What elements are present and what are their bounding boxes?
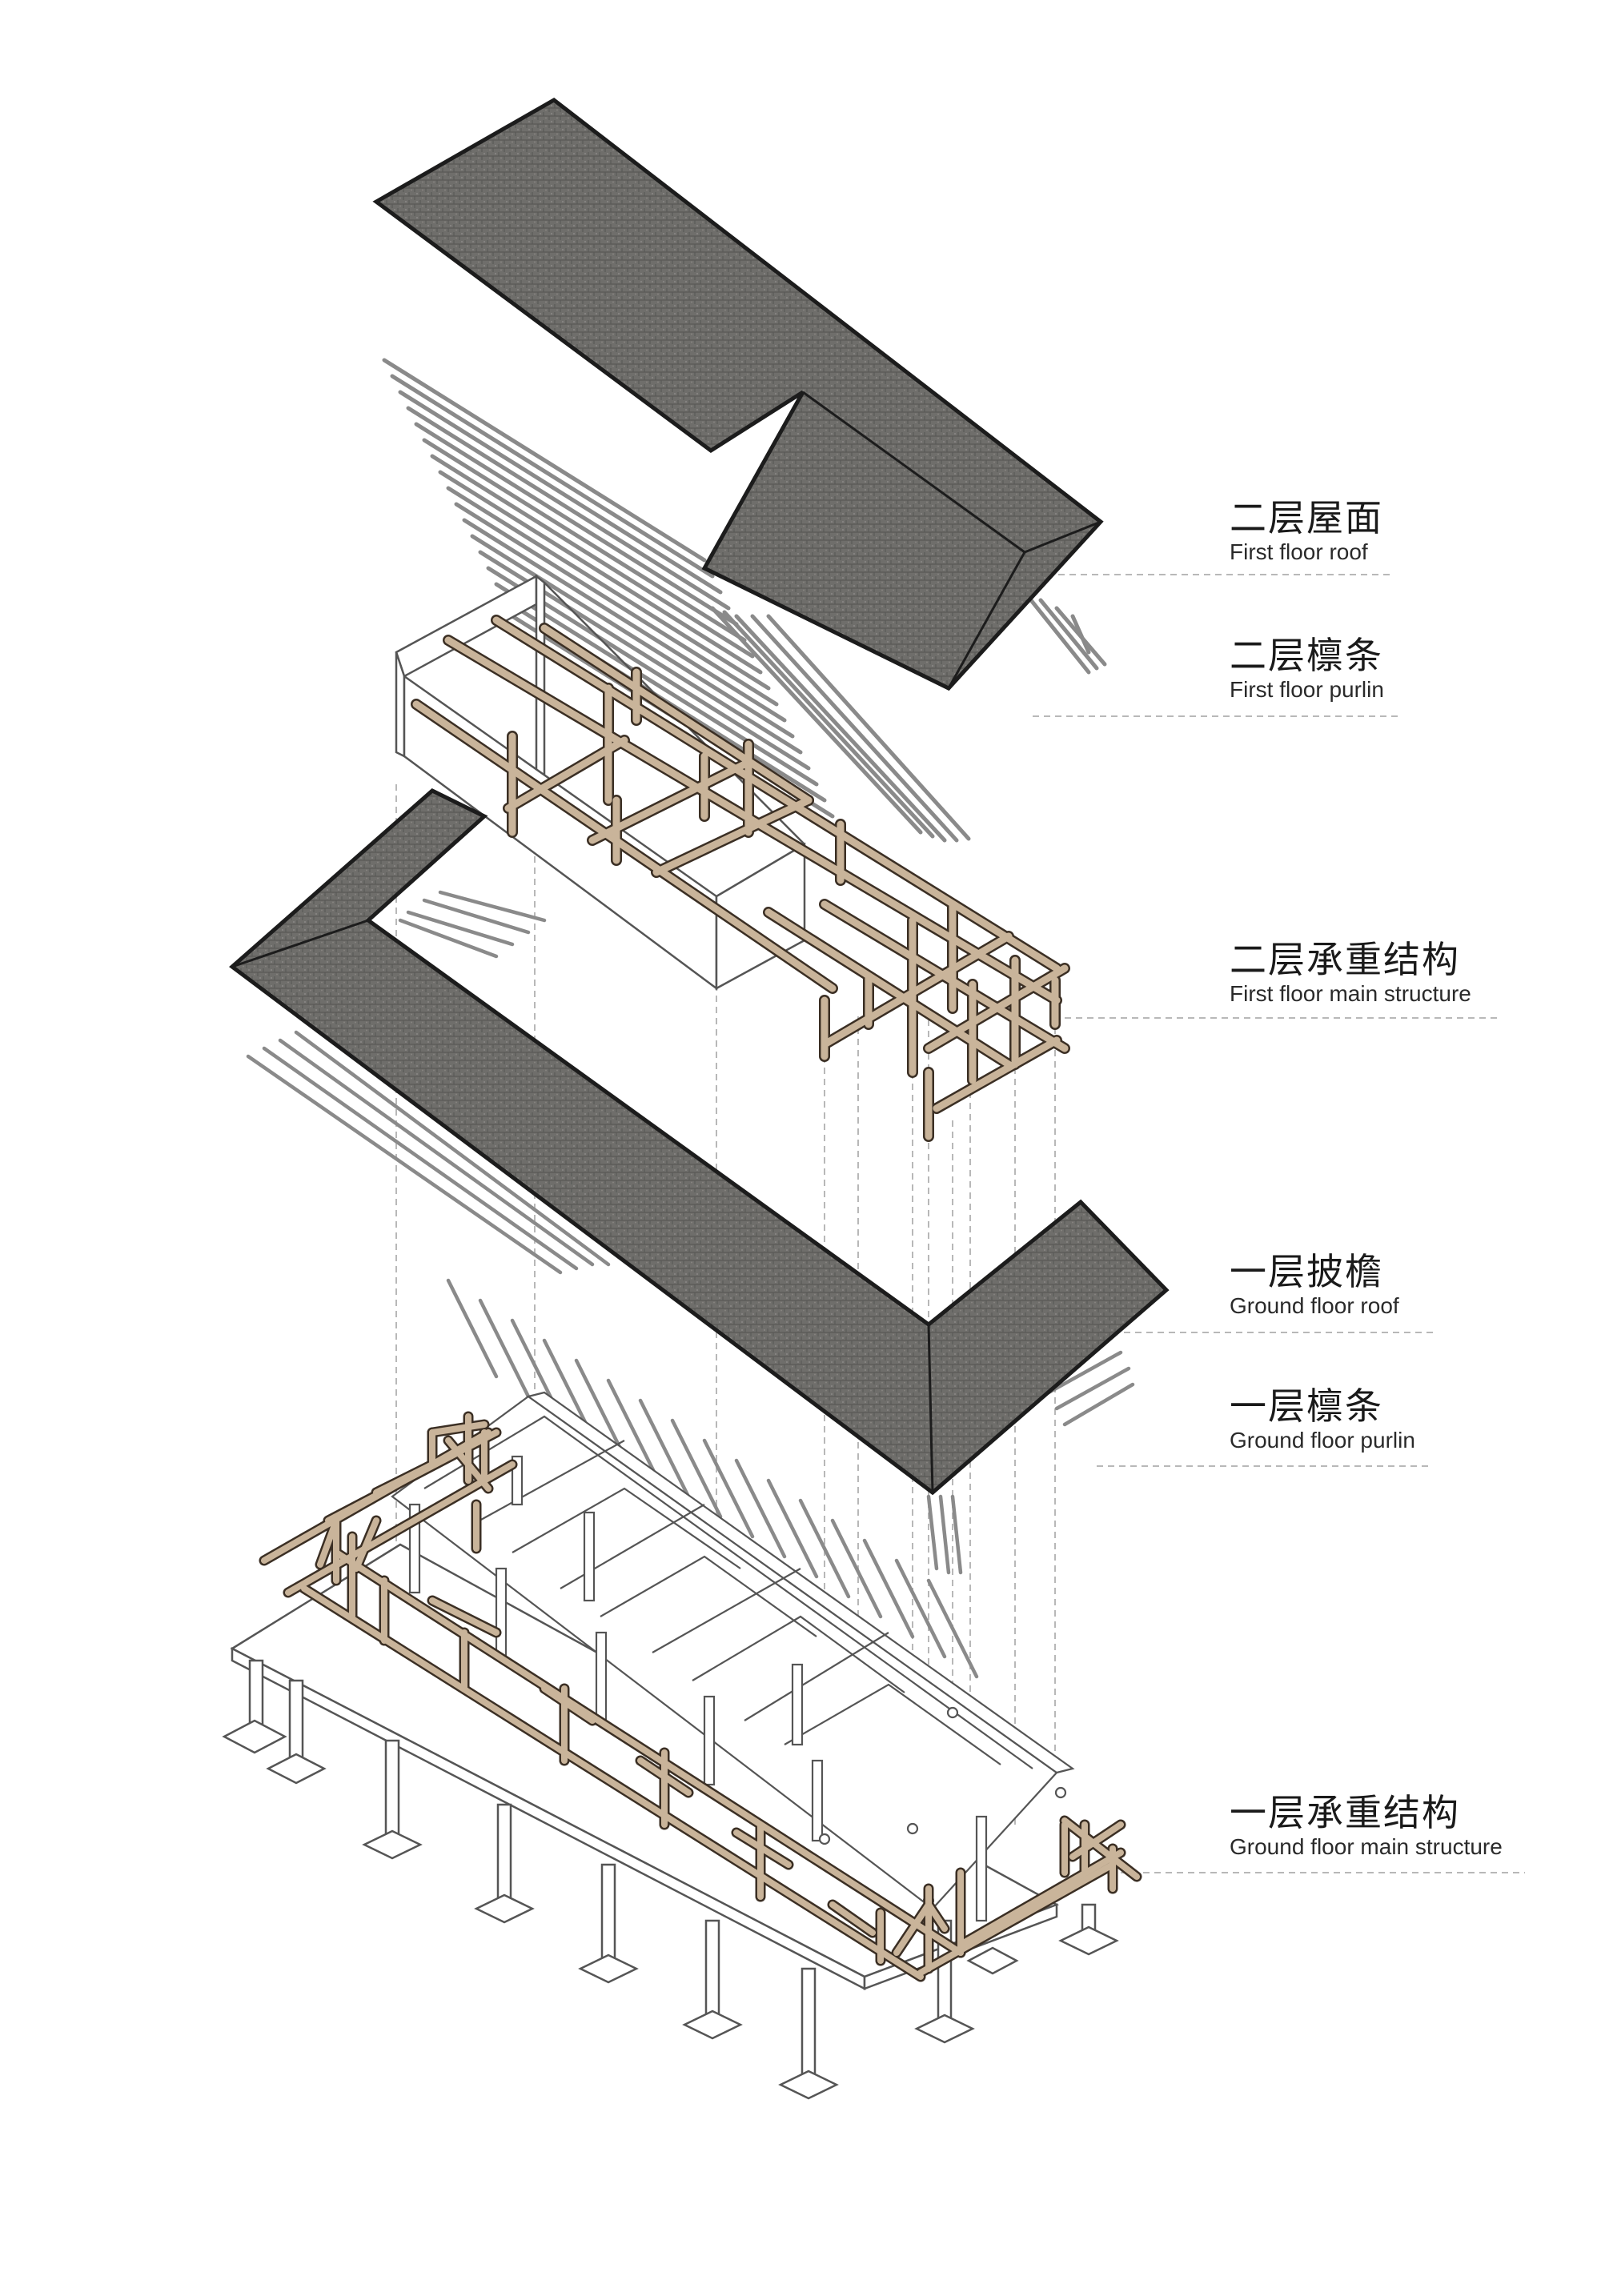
label-zh: 一层檩条 — [1230, 1384, 1383, 1428]
label-zh: 二层檩条 — [1230, 634, 1383, 677]
label-first-floor-purlin: 二层檩条 First floor purlin — [1230, 634, 1566, 703]
ground-floor-walls — [391, 1391, 1075, 1922]
label-ground-floor-roof: 一层披檐 Ground floor roof — [1230, 1250, 1566, 1319]
label-zh: 二层屋面 — [1230, 496, 1383, 539]
label-en: First floor purlin — [1230, 677, 1384, 702]
label-en: Ground floor purlin — [1230, 1428, 1415, 1453]
label-en: First floor roof — [1230, 539, 1368, 564]
label-zh: 一层披檐 — [1230, 1250, 1383, 1293]
label-en: Ground floor roof — [1230, 1293, 1399, 1318]
label-first-floor-roof: 二层屋面 First floor roof — [1230, 496, 1566, 565]
ground-floor-roof — [229, 788, 1170, 1496]
label-ground-floor-main-structure: 一层承重结构 Ground floor main structure — [1230, 1791, 1566, 1860]
label-first-floor-main-structure: 二层承重结构 First floor main structure — [1230, 938, 1566, 1007]
ground-floor-columns — [222, 1659, 1119, 2100]
ground-floor-timber-frame — [259, 1411, 1142, 1982]
label-zh: 一层承重结构 — [1230, 1791, 1460, 1834]
label-en: First floor main structure — [1230, 981, 1471, 1006]
first-floor-timber-frame — [411, 615, 1070, 1142]
label-zh: 二层承重结构 — [1230, 938, 1460, 981]
ground-floor-purlins — [246, 890, 1135, 1679]
first-floor-roof — [372, 98, 1104, 691]
label-en: Ground floor main structure — [1230, 1834, 1503, 1859]
label-ground-floor-purlin: 一层檩条 Ground floor purlin — [1230, 1384, 1566, 1453]
